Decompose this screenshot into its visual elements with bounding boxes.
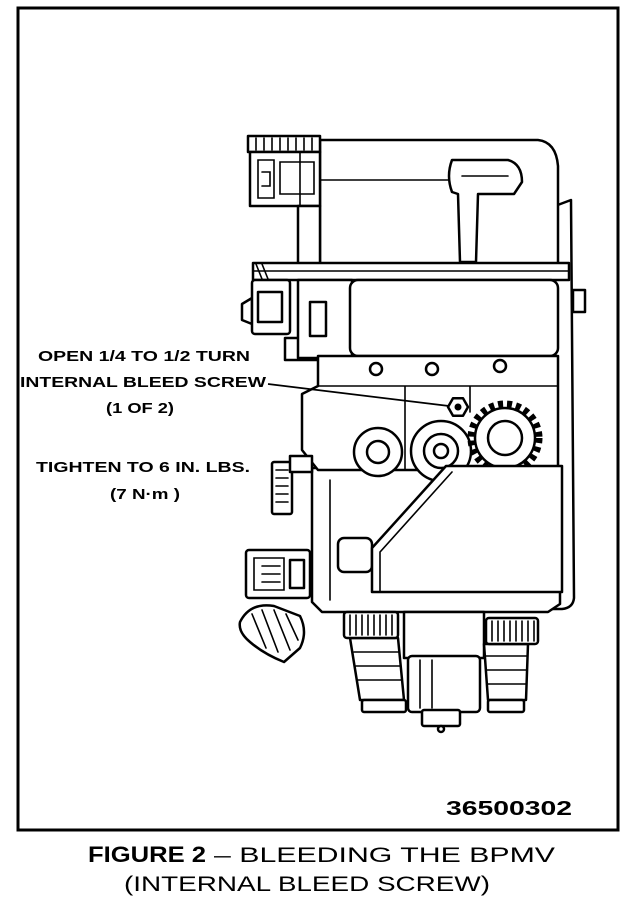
port-fitting-center-bore: [432, 442, 450, 460]
upper-connector-cap: [246, 134, 322, 154]
valve-block-upper: [348, 278, 560, 358]
valve-center-top: [402, 610, 486, 660]
mounting-plate-edge: [379, 471, 453, 593]
torque-metric-label: (7 N·m ): [110, 486, 180, 503]
valve-left-body-shading: [353, 651, 403, 681]
valve-center-body-shading: [419, 659, 433, 709]
valve-right-cap-ribs: [491, 620, 535, 642]
upper-connector-ribs: [255, 137, 313, 151]
motor-gear-hub: [486, 419, 524, 457]
valve-block-port: [308, 300, 328, 338]
housing-bolt: [368, 361, 384, 377]
bracket-tab: [571, 288, 587, 314]
lower-body-port: [336, 536, 374, 574]
valve-center-body: [406, 654, 482, 714]
caption-subtitle: (INTERNAL BLEED SCREW): [124, 873, 490, 896]
port-fitting-left-bore: [365, 439, 391, 465]
valve-center-foot: [420, 708, 462, 728]
manifold-plate-detail: [252, 263, 570, 280]
housing-bolt: [424, 361, 440, 377]
mounting-plate: [370, 464, 564, 594]
caption-title: – BLEEDING THE BPMV: [214, 844, 555, 867]
upper-side-bracket: [296, 204, 322, 267]
figure-caption: FIGURE 2 – BLEEDING THE BPMV (INTERNAL B…: [88, 842, 555, 896]
valve-left-cap-ribs: [349, 614, 393, 636]
lower-connector-latch: [288, 558, 306, 590]
reference-number: 36500302: [446, 798, 572, 820]
bleed-instruction-label: OPEN 1/4 TO 1/2 TURN: [38, 348, 250, 365]
valve-right-foot: [486, 698, 526, 714]
upper-connector-detail: [257, 151, 315, 207]
bleed-screw-leader-line: [267, 383, 450, 407]
torque-label: TIGHTEN TO 6 IN. LBS.: [36, 459, 250, 476]
valve-left-cap: [342, 610, 400, 640]
bpmv-assembly: [238, 134, 587, 734]
side-connector-ribs: [275, 469, 289, 503]
valve-left-body: [348, 636, 406, 702]
motor-gear-teeth: [467, 400, 543, 476]
wire-harness-clip-hatch: [251, 609, 299, 653]
lower-connector-detail: [253, 557, 285, 591]
valve-center-screw: [436, 724, 446, 734]
middle-connector-latch: [256, 290, 284, 324]
valve-right-cap: [484, 616, 540, 646]
upper-housing: [318, 138, 560, 267]
housing-bolt: [492, 358, 508, 374]
upper-connector-body: [248, 150, 322, 208]
valve-right-body: [482, 642, 530, 702]
internal-bleed-screw-center: [454, 403, 462, 411]
middle-connector-tab: [240, 296, 254, 326]
side-connector-plug: [288, 454, 314, 474]
callouts: OPEN 1/4 TO 1/2 TURN INTERNAL BLEED SCRE…: [20, 348, 450, 503]
upper-retaining-clip: [447, 158, 524, 264]
valve-right-body-shading: [485, 655, 528, 685]
side-connector: [270, 460, 294, 516]
caption-figure-number: FIGURE 2: [88, 842, 206, 867]
figure-border: [16, 6, 620, 832]
bleed-screw-label: INTERNAL BLEED SCREW: [20, 374, 267, 391]
valve-left-foot: [360, 698, 408, 714]
bleed-count-label: (1 OF 2): [106, 400, 174, 417]
